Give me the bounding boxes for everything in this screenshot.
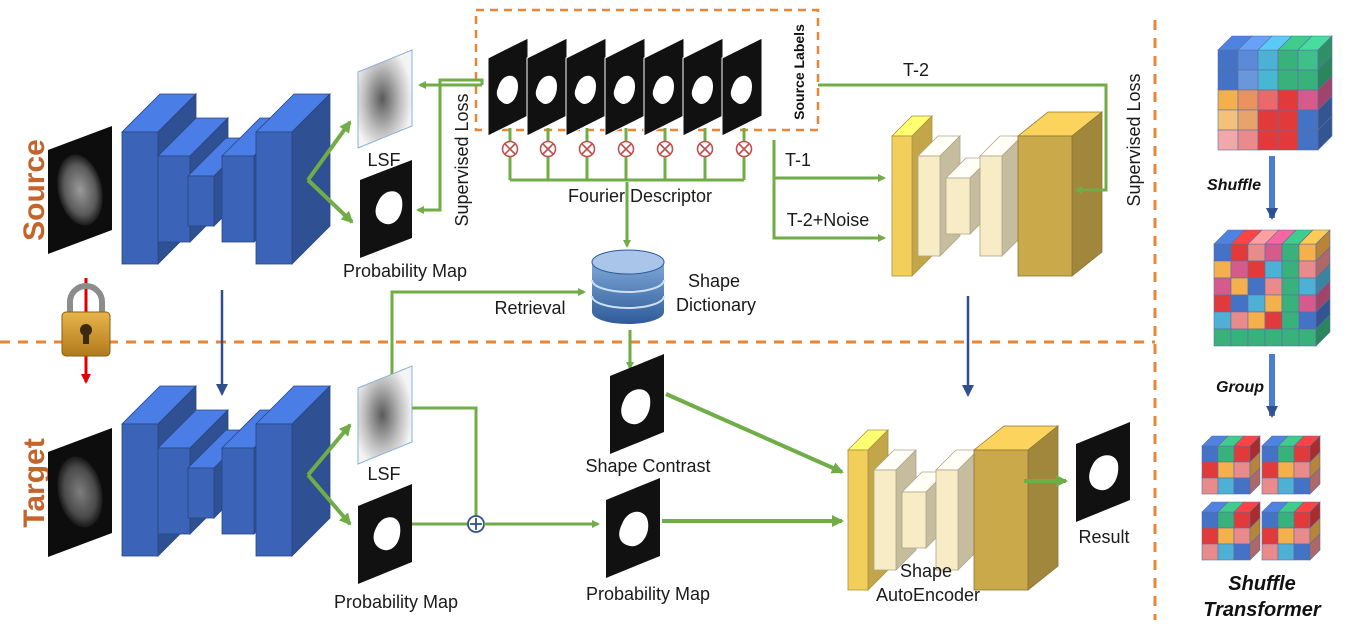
source-prob-map-label: Probability Map [343, 261, 467, 281]
target-branch-arrow-prob [306, 473, 352, 526]
source-branch-arrow-prob [306, 178, 354, 224]
source-label-mask [487, 37, 529, 137]
source-lsf-map [357, 49, 413, 149]
target-branch-arrow-lsf [306, 423, 352, 477]
t2-noise-label: T-2+Noise [787, 210, 870, 230]
shape-contrast-image [610, 354, 664, 454]
supervised-loss-arrow-prob [416, 78, 484, 214]
multiply-icon [735, 140, 753, 158]
source-label-mask [604, 37, 646, 137]
source-label-mask [682, 37, 724, 137]
t1-label: T-1 [785, 150, 811, 170]
supervised-loss-left-label: Supervised Loss [452, 93, 472, 226]
source-label-mask [721, 37, 763, 137]
cube-top-face [1217, 35, 1333, 51]
target-shape-autoencoder [847, 425, 1060, 591]
source-labels-stack [487, 37, 763, 137]
ae-layer-4 [935, 449, 979, 571]
mid-prob-map-label: Probability Map [586, 584, 710, 604]
target-lsf-label: LSF [367, 464, 400, 484]
t2-arrow [818, 83, 1108, 194]
cube-group-block [1201, 435, 1261, 495]
source-label-mask [526, 37, 568, 137]
shape-dictionary-label-2: Dictionary [676, 295, 756, 315]
shape-autoencoder-label-2: AutoEncoder [876, 585, 980, 605]
retrieval-label: Retrieval [494, 298, 565, 318]
source-label-mask [565, 37, 607, 137]
shuffle-transformer-label-2: Transformer [1203, 599, 1322, 621]
cube-side-face [1317, 35, 1333, 151]
t2-label: T-2 [903, 60, 929, 80]
shape-autoencoder-label-1: Shape [900, 561, 952, 581]
multiply-icon [617, 140, 635, 158]
source-mri-image [48, 126, 112, 254]
cube-front-face [1213, 243, 1317, 347]
target-probability-map [358, 484, 412, 584]
target-encoder-network [121, 385, 331, 557]
multiply-icon [696, 140, 714, 158]
target-prob-map-label: Probability Map [334, 592, 458, 612]
source-labels-caption: Source Labels [791, 24, 807, 120]
target-lsf-map [357, 365, 413, 465]
shuffle-label: Shuffle [1207, 177, 1261, 194]
fourier-descriptor-row [501, 128, 753, 182]
shape-dictionary-label-1: Shape [688, 271, 740, 291]
source-branch-arrow-lsf [306, 120, 352, 182]
shape-contrast-label: Shape Contrast [585, 456, 710, 476]
cube-side-face [1315, 229, 1331, 347]
supervised-loss-right-label: Supervised Loss [1124, 73, 1144, 206]
cube-front-face [1217, 49, 1319, 151]
source-probability-map [360, 160, 412, 258]
cube-group-block [1261, 501, 1321, 561]
source-label-mask [643, 37, 685, 137]
database-icon [591, 249, 665, 324]
multiply-icon [578, 140, 596, 158]
target-mri-image [48, 428, 112, 557]
ae-layer-4 [979, 135, 1023, 257]
add-icon [467, 515, 485, 533]
ae-layer-5 [972, 425, 1060, 591]
multiply-icon [656, 140, 674, 158]
cube-top-face [1213, 229, 1331, 245]
cube-group-block [1201, 501, 1261, 561]
contrast-to-ae-arrow [665, 392, 844, 474]
ae-layer-5 [1016, 111, 1104, 277]
source-lsf-label: LSF [367, 150, 400, 170]
retrieval-arrow [390, 288, 586, 390]
mid-probability-map [606, 478, 660, 578]
t2-noise-arrow [772, 178, 886, 242]
multiply-icon [539, 140, 557, 158]
shuffle-transformer-label-1: Shuffle [1228, 573, 1295, 595]
lock-icon [61, 278, 111, 384]
cube-original [1217, 35, 1333, 151]
cube-group-block [1261, 435, 1321, 495]
source-section-label: Source [18, 139, 51, 241]
result-image [1076, 422, 1130, 522]
group-label: Group [1216, 379, 1264, 396]
target-section-label: Target [18, 438, 51, 527]
lsf-to-add-line [412, 406, 478, 516]
source-shape-autoencoder [891, 111, 1104, 277]
cube-shuffled [1213, 229, 1331, 347]
result-label: Result [1078, 527, 1129, 547]
fourier-descriptor-label: Fourier Descriptor [568, 186, 712, 206]
source-encoder-network [121, 93, 331, 265]
multiply-icon [501, 140, 519, 158]
cube-grouped [1201, 435, 1321, 561]
